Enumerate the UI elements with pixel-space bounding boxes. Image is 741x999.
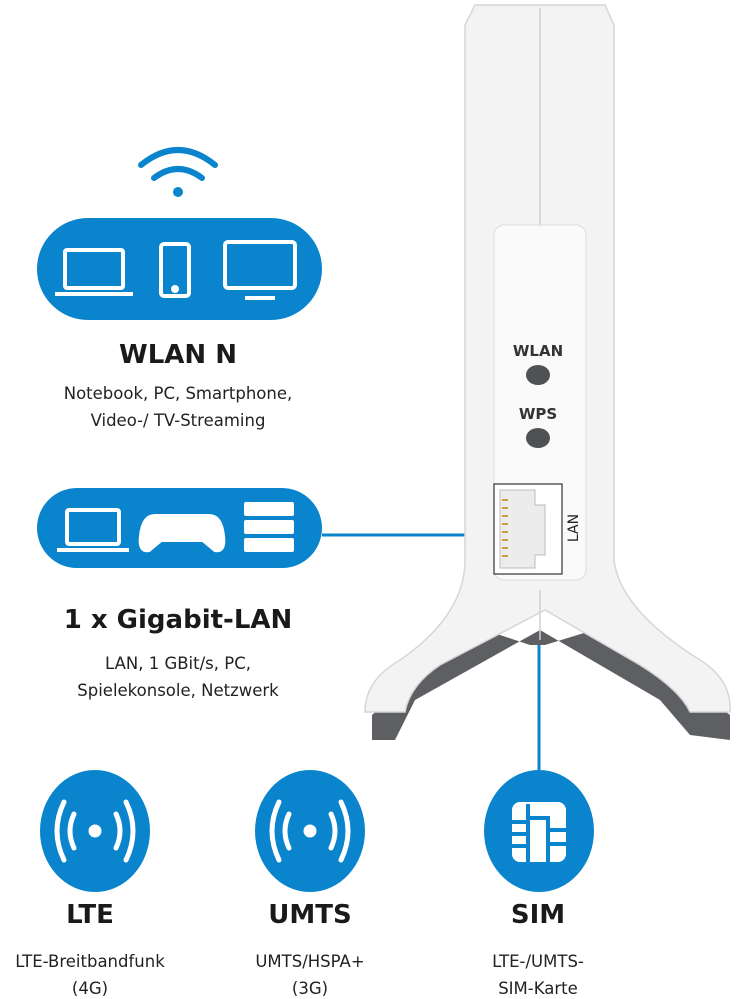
wlan-button bbox=[526, 365, 550, 385]
laptop-icon bbox=[55, 248, 133, 296]
feature-line: LTE-/UMTS- bbox=[492, 952, 584, 971]
feature-title: WLAN N bbox=[119, 340, 237, 370]
feature-line: Notebook, PC, Smartphone, bbox=[63, 384, 293, 403]
feature-line: (4G) bbox=[71, 979, 109, 998]
feature-line: (3G) bbox=[291, 979, 329, 998]
smartphone-icon bbox=[159, 242, 191, 298]
feature-title: 1 x Gigabit-LAN bbox=[63, 605, 293, 635]
wps-button bbox=[526, 428, 550, 448]
lan-devices-pill bbox=[37, 488, 322, 568]
sim-chip-icon bbox=[484, 770, 594, 892]
laptop-icon bbox=[57, 508, 129, 552]
feature-line: Spielekonsole, Netzwerk bbox=[77, 681, 279, 700]
feature-line: LTE-Breitbandfunk bbox=[15, 952, 165, 971]
monitor-icon bbox=[223, 240, 297, 300]
feature-title: SIM bbox=[510, 900, 566, 930]
umts-antenna-icon bbox=[255, 770, 365, 892]
feature-line: SIM-Karte bbox=[498, 979, 578, 998]
feature-line: UMTS/HSPA+ bbox=[255, 952, 365, 971]
wlan-button-label: WLAN bbox=[512, 342, 564, 360]
server-icon bbox=[244, 502, 294, 552]
feature-title: UMTS bbox=[268, 900, 352, 930]
feature-line: LAN, 1 GBit/s, PC, bbox=[105, 654, 251, 673]
wlan-devices-pill bbox=[37, 218, 322, 320]
feature-title: LTE bbox=[66, 900, 114, 930]
feature-line: Video-/ TV-Streaming bbox=[90, 411, 266, 430]
lan-port-label: LAN bbox=[566, 513, 583, 543]
wps-button-label: WPS bbox=[518, 405, 558, 423]
gamepad-icon bbox=[138, 514, 226, 553]
lte-antenna-icon bbox=[40, 770, 150, 892]
